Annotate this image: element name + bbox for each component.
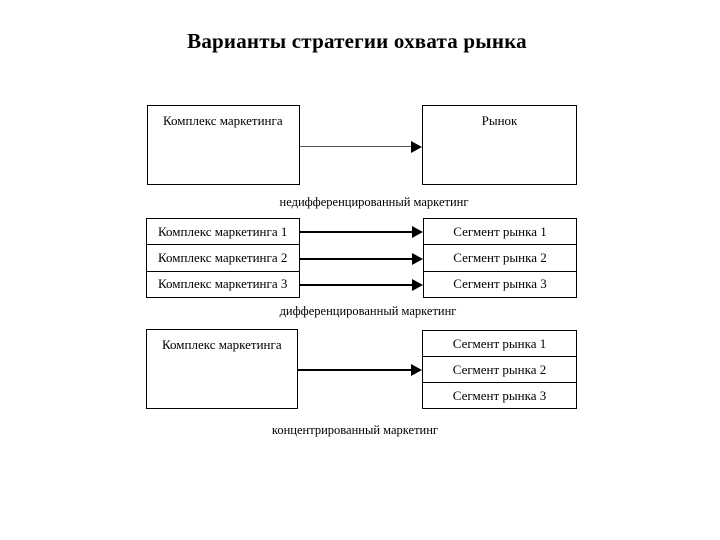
segment-2-row: Сегмент рынка 2 xyxy=(424,244,576,270)
marketing-mix-2-row: Комплекс маркетинга 2 xyxy=(147,244,299,270)
arrow-mix-to-market xyxy=(300,141,422,153)
segment-1-row: Сегмент рынка 1 xyxy=(453,223,547,239)
arrow-mix2-to-segment2 xyxy=(300,253,423,265)
market-label: Рынок xyxy=(481,113,518,128)
marketing-mix-stack: Комплекс маркетинга 1 Комплекс маркетинг… xyxy=(146,218,300,298)
page-title: Варианты стратегии охвата рынка xyxy=(187,29,527,53)
arrow-mix3-to-segment3 xyxy=(300,279,423,291)
arrow-head-icon xyxy=(412,253,423,265)
arrow-shaft xyxy=(298,369,413,371)
marketing-mix-box-concentrated: Комплекс маркетинга xyxy=(146,329,298,409)
arrow-head-icon xyxy=(412,226,423,238)
segment-3-row: Сегмент рынка 3 xyxy=(423,382,576,408)
segment-2-row: Сегмент рынка 2 xyxy=(423,356,576,382)
marketing-mix-box: Комплекс маркетинга xyxy=(147,105,300,185)
arrow-mix-to-segment2 xyxy=(298,364,422,376)
arrow-head-icon xyxy=(412,279,423,291)
marketing-mix-label: Комплекс маркетинга xyxy=(162,337,282,352)
arrow-shaft xyxy=(300,258,414,260)
arrow-head-icon xyxy=(411,141,422,153)
arrow-shaft xyxy=(300,146,413,147)
segments-stack: Сегмент рынка 1 Сегмент рынка 2 Сегмент … xyxy=(423,218,577,298)
marketing-mix-label: Комплекс маркетинга xyxy=(163,113,283,128)
section-caption-undifferentiated: недифференцированный маркетинг xyxy=(279,195,469,209)
segments-stack-concentrated: Сегмент рынка 1 Сегмент рынка 2 Сегмент … xyxy=(422,330,577,409)
marketing-mix-3-row: Комплекс маркетинга 3 xyxy=(147,270,299,297)
arrow-shaft xyxy=(300,284,414,286)
arrow-head-icon xyxy=(411,364,422,376)
market-box: Рынок xyxy=(422,105,577,185)
segment-3-row: Сегмент рынка 3 xyxy=(424,270,576,297)
section-caption-concentrated: концентрированный маркетинг xyxy=(271,423,439,437)
arrow-mix1-to-segment1 xyxy=(300,226,423,238)
section-caption-differentiated: дифференцированный маркетинг xyxy=(279,304,457,318)
arrow-shaft xyxy=(300,231,414,233)
segment-1-row: Сегмент рынка 1 xyxy=(452,335,547,351)
marketing-mix-1-row: Комплекс маркетинга 1 xyxy=(158,223,288,239)
